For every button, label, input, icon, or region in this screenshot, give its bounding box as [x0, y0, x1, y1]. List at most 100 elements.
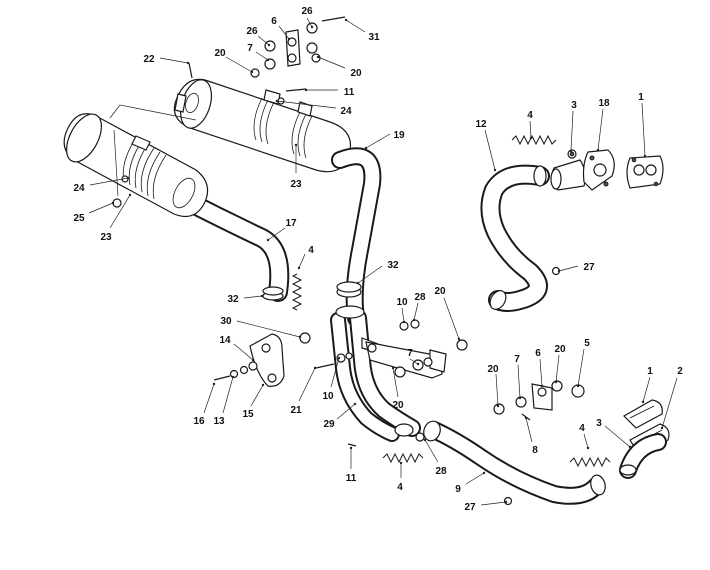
callout-leader: [243, 295, 263, 299]
part-number-label: 26: [246, 26, 258, 37]
callout-leader: [539, 358, 543, 387]
part-number-label: 10: [322, 391, 334, 402]
callout-leader: [159, 57, 189, 64]
part-number-label: 29: [323, 419, 335, 430]
callout-leader-tip: [304, 88, 308, 92]
springs: [291, 134, 611, 468]
callout-leader: [555, 354, 560, 383]
part-number-label: 5: [584, 338, 590, 349]
callout-leader-tip: [641, 400, 645, 404]
callout-leader: [336, 403, 356, 420]
callout-leader: [109, 194, 131, 229]
callout-leader: [392, 367, 399, 398]
callout-leader-tip: [337, 356, 341, 360]
callout-leader: [233, 343, 254, 361]
part-number-label: 19: [393, 130, 405, 141]
callout-leader: [642, 376, 651, 403]
part-number-label: 16: [193, 416, 205, 427]
callout-leader-tip: [353, 402, 357, 406]
callout-leader-tip: [399, 461, 403, 465]
part-number-label: 25: [73, 213, 85, 224]
part-number-label: 23: [100, 232, 112, 243]
callout-leader: [577, 348, 585, 387]
part-number-label: 6: [535, 348, 541, 359]
part-number-label: 20: [487, 364, 499, 375]
callout-leader: [257, 35, 270, 46]
callout-leader: [570, 110, 574, 152]
part-number-label: 31: [368, 32, 380, 43]
part-number-label: 32: [227, 294, 239, 305]
callout-leader: [443, 297, 460, 340]
muffler-link-lines: [109, 104, 197, 197]
part-number-label: 20: [434, 286, 446, 297]
callout-leader: [558, 265, 579, 272]
part-number-label: 4: [579, 423, 585, 434]
part-number-label: 3: [596, 418, 602, 429]
callout-leader-tip: [298, 335, 302, 339]
head-pipe-parts-bottom: [619, 399, 670, 479]
callout-leader: [298, 367, 316, 402]
part-number-label: 1: [638, 92, 644, 103]
callout-leader-tip: [231, 375, 235, 379]
part-number-label: 7: [514, 354, 520, 365]
callout-leader-tip: [316, 55, 320, 59]
callout-leader: [365, 133, 391, 149]
callout-leader: [484, 129, 496, 171]
callout-leader-tip: [275, 99, 279, 103]
callout-leader-tip: [212, 382, 216, 386]
callout-leader: [278, 25, 290, 40]
callout-leader: [465, 472, 485, 485]
part-number-label: 27: [464, 502, 476, 513]
callout-leader-tip: [586, 446, 590, 450]
part-number-label: 7: [247, 43, 253, 54]
callout-leader: [409, 358, 419, 365]
callout-leader: [222, 376, 234, 414]
callout-leader-tip: [660, 426, 664, 430]
pipe-9: [423, 420, 606, 505]
callout-leader-tip: [457, 337, 461, 341]
callout-leader-tip: [569, 149, 573, 153]
head-pipe-parts-top: [550, 149, 664, 191]
part-number-label: 6: [271, 16, 277, 27]
part-number-label: 20: [214, 48, 226, 59]
part-number-label: 15: [242, 409, 254, 420]
part-number-label: 13: [213, 416, 225, 427]
callout-leader: [267, 227, 286, 241]
part-number-label: 9: [455, 484, 461, 495]
callout-leader: [276, 100, 337, 109]
callout-leader: [225, 56, 253, 73]
callout-leader: [583, 433, 589, 449]
part-number-label: 28: [435, 466, 447, 477]
callout-leader-tip: [128, 193, 132, 197]
callout-leader: [401, 307, 405, 323]
callout-leader-tip: [412, 318, 416, 322]
callout-leader: [250, 384, 264, 407]
part-number-label: 12: [475, 119, 487, 130]
part-number-label: 24: [73, 183, 85, 194]
callout-leader-tip: [267, 43, 271, 47]
callout-leader-tip: [344, 18, 348, 22]
callout-leader-tip: [294, 143, 298, 147]
callout-leader-tip: [261, 383, 265, 387]
callout-leader: [317, 56, 346, 69]
pipe-19: [331, 147, 382, 327]
callout-leader-tip: [540, 384, 544, 388]
callout-leader: [424, 439, 439, 463]
part-number-label: 11: [344, 87, 355, 98]
callout-leader-tip: [518, 396, 522, 400]
callout-leader-tip: [111, 201, 115, 205]
part-number-label: 20: [392, 400, 404, 411]
callout-leader-tip: [297, 266, 301, 270]
callout-leader: [604, 425, 631, 448]
callout-leader: [89, 177, 129, 186]
part-number-label: 1: [647, 366, 653, 377]
part-number-label: 28: [414, 292, 426, 303]
callout-leader: [357, 265, 383, 284]
part-number-label: 26: [301, 6, 313, 17]
callout-leader-tip: [416, 362, 420, 366]
callout-leader-tip: [349, 446, 353, 450]
part-number-label: 17: [285, 218, 297, 229]
part-number-label: 2: [677, 366, 683, 377]
